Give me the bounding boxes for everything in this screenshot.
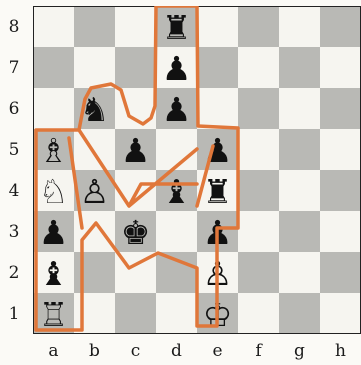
rank-label-3: 3 — [4, 222, 24, 242]
square-h4 — [320, 170, 361, 211]
square-g7 — [279, 47, 320, 88]
square-f2 — [238, 252, 279, 293]
file-label-e: e — [208, 341, 228, 361]
square-b7 — [74, 47, 115, 88]
square-g5 — [279, 129, 320, 170]
square-h7 — [320, 47, 361, 88]
square-h3 — [320, 211, 361, 252]
black-rook-d8-icon: ♜ — [162, 8, 192, 47]
white-bishop-a5-icon: ♗ — [39, 131, 69, 170]
square-c1 — [115, 293, 156, 334]
square-d3 — [156, 211, 197, 252]
square-a7 — [33, 47, 74, 88]
square-f7 — [238, 47, 279, 88]
black-rook-e4-icon: ♜ — [203, 172, 233, 211]
square-g4 — [279, 170, 320, 211]
square-g6 — [279, 88, 320, 129]
rank-label-6: 6 — [4, 99, 24, 119]
white-knight-a4-icon: ♘ — [39, 172, 69, 211]
square-b2 — [74, 252, 115, 293]
rank-label-8: 8 — [4, 17, 24, 37]
square-f5 — [238, 129, 279, 170]
file-label-g: g — [290, 341, 310, 361]
rank-label-7: 7 — [4, 58, 24, 78]
file-label-h: h — [331, 341, 351, 361]
rank-label-4: 4 — [4, 181, 24, 201]
square-f3 — [238, 211, 279, 252]
square-b5 — [74, 129, 115, 170]
square-h5 — [320, 129, 361, 170]
black-pawn-d6-icon: ♟ — [162, 90, 192, 129]
square-h1 — [320, 293, 361, 334]
square-c7 — [115, 47, 156, 88]
black-pawn-a3-icon: ♟ — [39, 213, 69, 252]
square-f1 — [238, 293, 279, 334]
square-b1 — [74, 293, 115, 334]
file-label-b: b — [85, 341, 105, 361]
square-h8 — [320, 6, 361, 47]
square-f8 — [238, 6, 279, 47]
square-g1 — [279, 293, 320, 334]
rank-label-2: 2 — [4, 263, 24, 283]
black-pawn-d7-icon: ♟ — [162, 49, 192, 88]
square-g8 — [279, 6, 320, 47]
square-h2 — [320, 252, 361, 293]
square-e6 — [197, 88, 238, 129]
square-d1 — [156, 293, 197, 334]
square-d2 — [156, 252, 197, 293]
square-c8 — [115, 6, 156, 47]
black-bishop-d4-icon: ♝ — [162, 172, 192, 211]
square-h6 — [320, 88, 361, 129]
square-g3 — [279, 211, 320, 252]
square-f6 — [238, 88, 279, 129]
white-rook-a1-icon: ♖ — [39, 295, 69, 334]
file-label-d: d — [167, 341, 187, 361]
file-label-f: f — [249, 341, 269, 361]
square-f4 — [238, 170, 279, 211]
square-a8 — [33, 6, 74, 47]
square-a6 — [33, 88, 74, 129]
black-pawn-c5-icon: ♟ — [121, 131, 151, 170]
file-label-a: a — [44, 341, 64, 361]
square-b8 — [74, 6, 115, 47]
file-label-c: c — [126, 341, 146, 361]
rank-label-1: 1 — [4, 304, 24, 324]
black-bishop-a2-icon: ♝ — [39, 254, 69, 293]
square-e8 — [197, 6, 238, 47]
square-g2 — [279, 252, 320, 293]
black-king-c3-icon: ♚ — [121, 213, 151, 252]
white-pawn-b4-icon: ♙ — [80, 172, 110, 211]
chess-board: ♜♟♞♟♗♟♟♘♙♝♜♟♚♟♝♙♖♔ — [33, 6, 361, 334]
square-e7 — [197, 47, 238, 88]
square-d5 — [156, 129, 197, 170]
rank-label-5: 5 — [4, 140, 24, 160]
